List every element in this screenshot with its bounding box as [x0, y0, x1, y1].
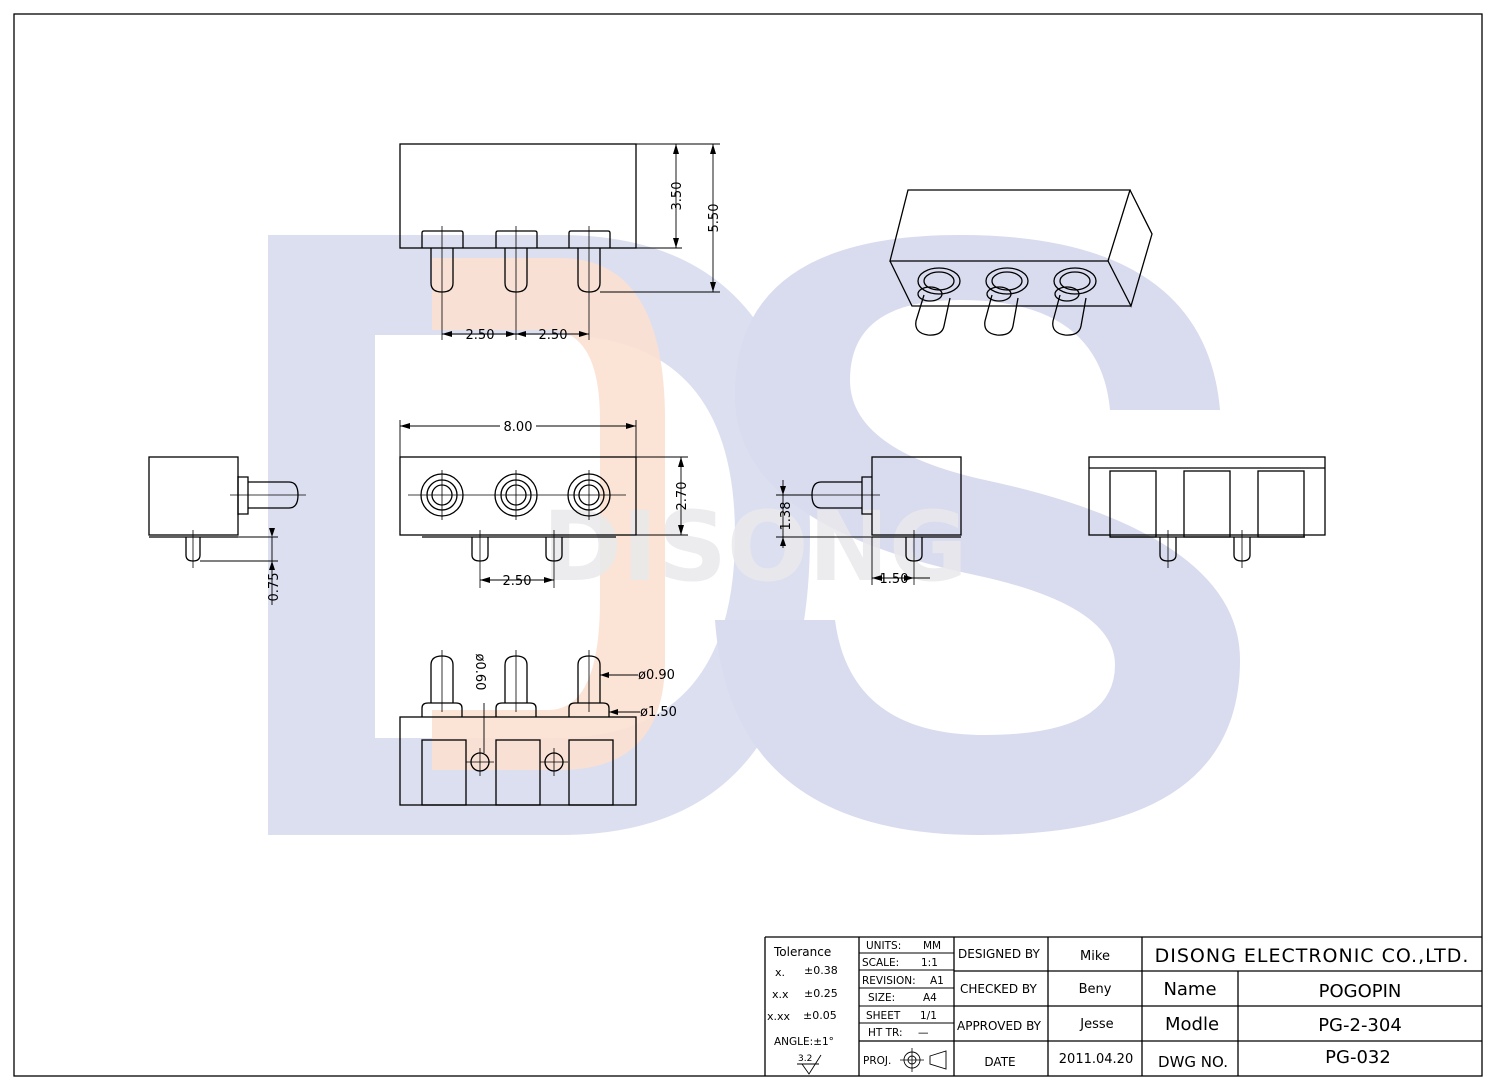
tolerance-title: Tolerance	[773, 945, 831, 959]
designed-by-value: Mike	[1080, 949, 1110, 964]
spec-revision-label: REVISION:	[862, 975, 916, 987]
dim-right-side-offset-v: 1.38	[779, 502, 794, 531]
spec-units-value: MM	[923, 940, 941, 952]
checked-by-value: Beny	[1079, 982, 1112, 997]
dim-bottom-pin-dia: ø0.90	[638, 668, 675, 683]
spec-scale-label: SCALE:	[862, 957, 899, 969]
left-side-view: 0.75	[148, 456, 306, 605]
field-model-value: PG-2-304	[1318, 1015, 1402, 1036]
spec-size-value: A4	[923, 992, 937, 1004]
dim-top-depth: 2.70	[675, 482, 690, 511]
spec-scale-value: 1:1	[921, 957, 938, 969]
date-label: DATE	[984, 1055, 1015, 1069]
field-name-value: POGOPIN	[1319, 981, 1402, 1002]
dim-front-height-total: 5.50	[707, 204, 722, 233]
sheet-border	[13, 13, 1483, 1077]
dim-front-pitch-right: 2.50	[539, 328, 568, 343]
spec-sheet-value: 1/1	[920, 1010, 937, 1022]
roughness-icon	[797, 1054, 822, 1075]
top-view: 2.50 8.00 2.70	[399, 418, 690, 589]
projection-symbol-icon	[900, 1048, 947, 1072]
watermark-text: DISONG	[542, 491, 967, 603]
tolerance-val-1: ±0.38	[804, 964, 838, 977]
right-side-view: 1.38 1.50	[776, 456, 962, 587]
dim-front-pitch-left: 2.50	[466, 328, 495, 343]
company-name: DISONG ELECTRONIC CO.,LTD.	[1155, 945, 1470, 967]
tolerance-val-2: ±0.25	[804, 987, 838, 1000]
dim-bottom-flange-dia: ø1.50	[640, 705, 677, 720]
tolerance-fmt-3: x.xx	[767, 1010, 791, 1023]
approved-by-label: APPROVED BY	[957, 1019, 1042, 1033]
date-value: 2011.04.20	[1059, 1052, 1133, 1067]
field-name-label: Name	[1163, 979, 1216, 1000]
back-view	[1088, 456, 1326, 568]
watermark-letter-d-orange	[432, 258, 665, 770]
designed-by-label: DESIGNED BY	[958, 947, 1040, 961]
isometric-view	[889, 189, 1153, 336]
roughness-value: 3.2	[798, 1054, 812, 1064]
bottom-view: ø0.60 ø0.90 ø1.50	[399, 650, 677, 806]
field-dwg-label: DWG NO.	[1158, 1053, 1228, 1071]
watermark-letter-s	[715, 235, 1240, 835]
title-block: Tolerance x. ±0.38 x.x ±0.25 x.xx ±0.05 …	[764, 936, 1482, 1076]
field-dwg-value: PG-032	[1325, 1047, 1391, 1068]
iso-pin-3	[1052, 267, 1097, 336]
checked-by-label: CHECKED BY	[960, 982, 1037, 996]
dim-bottom-peg-dia: ø0.60	[472, 654, 487, 691]
watermark-logo: DISONG	[268, 235, 1240, 835]
tolerance-val-3: ±0.05	[803, 1009, 837, 1022]
spec-size-label: SIZE:	[868, 992, 895, 1004]
iso-pin-1	[915, 267, 961, 336]
dim-left-side-offset: 0.75	[267, 573, 282, 602]
proj-label: PROJ.	[863, 1055, 891, 1067]
tolerance-angle: ANGLE:±1°	[774, 1036, 834, 1048]
iso-pin-2	[984, 267, 1029, 336]
spec-httr-value: —	[918, 1027, 929, 1039]
spec-units-label: UNITS:	[866, 940, 901, 952]
dim-top-pitch: 2.50	[503, 574, 532, 589]
tolerance-fmt-2: x.x	[772, 988, 789, 1001]
front-view: 3.50 5.50 2.50 2.50	[399, 143, 722, 343]
dim-right-side-offset-h: 1.50	[880, 572, 909, 587]
spec-revision-value: A1	[930, 975, 944, 987]
watermark-letter-d	[268, 235, 810, 835]
dim-top-width: 8.00	[504, 420, 533, 435]
field-model-label: Modle	[1165, 1014, 1219, 1035]
approved-by-value: Jesse	[1079, 1017, 1113, 1032]
spec-httr-label: HT TR:	[868, 1027, 903, 1039]
spec-sheet-label: SHEET	[866, 1010, 901, 1022]
tolerance-fmt-1: x.	[775, 966, 785, 979]
dim-front-height-body: 3.50	[670, 182, 685, 211]
